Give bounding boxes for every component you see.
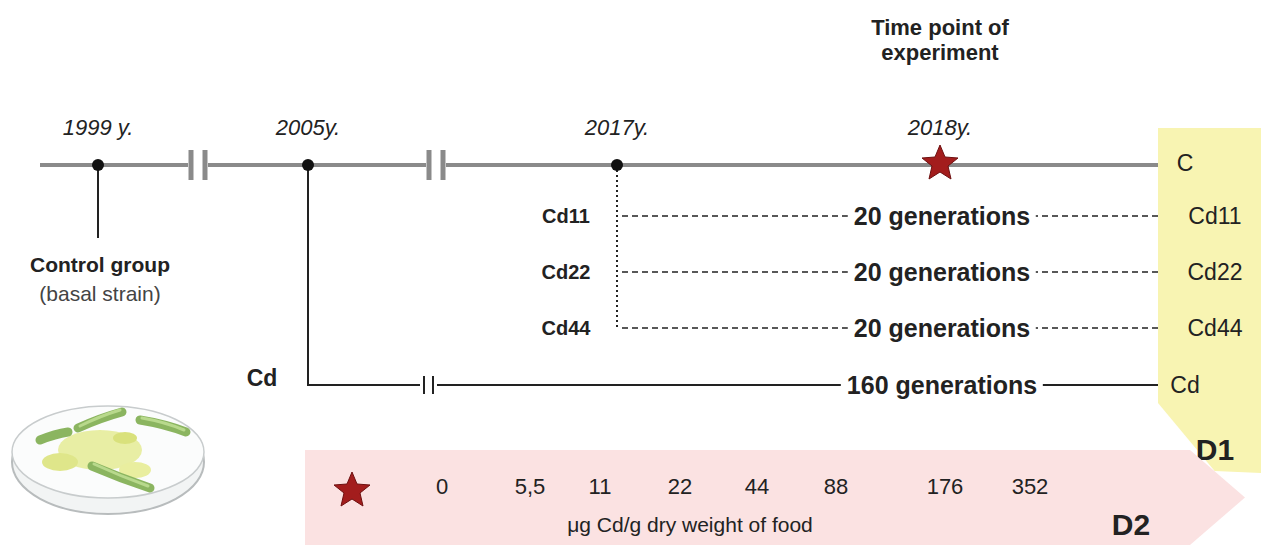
group-label: Cd44 <box>542 317 591 340</box>
generation-label: 160 generations <box>841 371 1043 400</box>
group-label: Control group <box>30 253 170 277</box>
dose-value: 0 <box>436 474 448 499</box>
dose-value: 176 <box>927 474 964 499</box>
break-mark <box>203 150 208 180</box>
break-mark <box>441 150 446 180</box>
petri-dish <box>12 406 204 514</box>
break-mark <box>427 150 432 180</box>
group-label: Cd <box>1170 372 1199 398</box>
branch-line <box>97 165 99 238</box>
dose-value: 88 <box>824 474 848 499</box>
dose-value: 352 <box>1012 474 1049 499</box>
dotted-line <box>616 165 618 330</box>
dose-band: 0 5,5 11 22 44 88 176 352D2 μg Cd/g dry weight o… <box>305 450 1245 545</box>
timeline-line <box>40 163 188 167</box>
group-label: Cd <box>247 365 278 391</box>
branch-line <box>308 165 420 385</box>
group-label: Cd44 <box>1188 315 1243 341</box>
timeline-line <box>208 163 426 167</box>
branch-line <box>437 384 860 386</box>
break-mark <box>432 376 434 394</box>
group-label: (basal strain) <box>39 282 160 306</box>
dose-value: 11 <box>589 474 612 499</box>
band-shape <box>1158 128 1261 473</box>
group-label: C <box>1177 150 1194 176</box>
date-label: 2017y. <box>585 115 649 140</box>
group-label: Cd22 <box>1188 259 1243 285</box>
date-label: 2018y. <box>908 115 972 140</box>
group-band: CCd11Cd22Cd44CdD1 <box>1158 128 1261 473</box>
dose-value: 22 <box>668 474 692 499</box>
group-label: Cd11 <box>1188 203 1241 229</box>
generation-label: 20 generations <box>848 314 1036 343</box>
time-dot <box>611 159 623 171</box>
generation-label: 20 generations <box>848 258 1036 287</box>
group-label: Cd11 <box>542 205 590 228</box>
date-label: 1999 y. <box>63 115 134 140</box>
band-label: D2 <box>1112 508 1150 543</box>
break-mark <box>189 150 194 180</box>
note-label: Time point of experiment <box>855 15 1025 66</box>
star-marker <box>922 145 958 179</box>
group-label: Cd22 <box>542 261 591 284</box>
time-dot <box>92 159 104 171</box>
branch-line <box>1025 384 1160 386</box>
timeline-line <box>446 163 1160 167</box>
dose-value: 5,5 <box>515 474 546 499</box>
date-label: 2005y. <box>276 115 340 140</box>
time-dot <box>302 159 314 171</box>
break-mark <box>423 376 425 394</box>
axis-title: μg Cd/g dry weight of food <box>567 513 813 537</box>
generation-label: 20 generations <box>848 202 1036 231</box>
dose-value: 44 <box>745 474 769 499</box>
